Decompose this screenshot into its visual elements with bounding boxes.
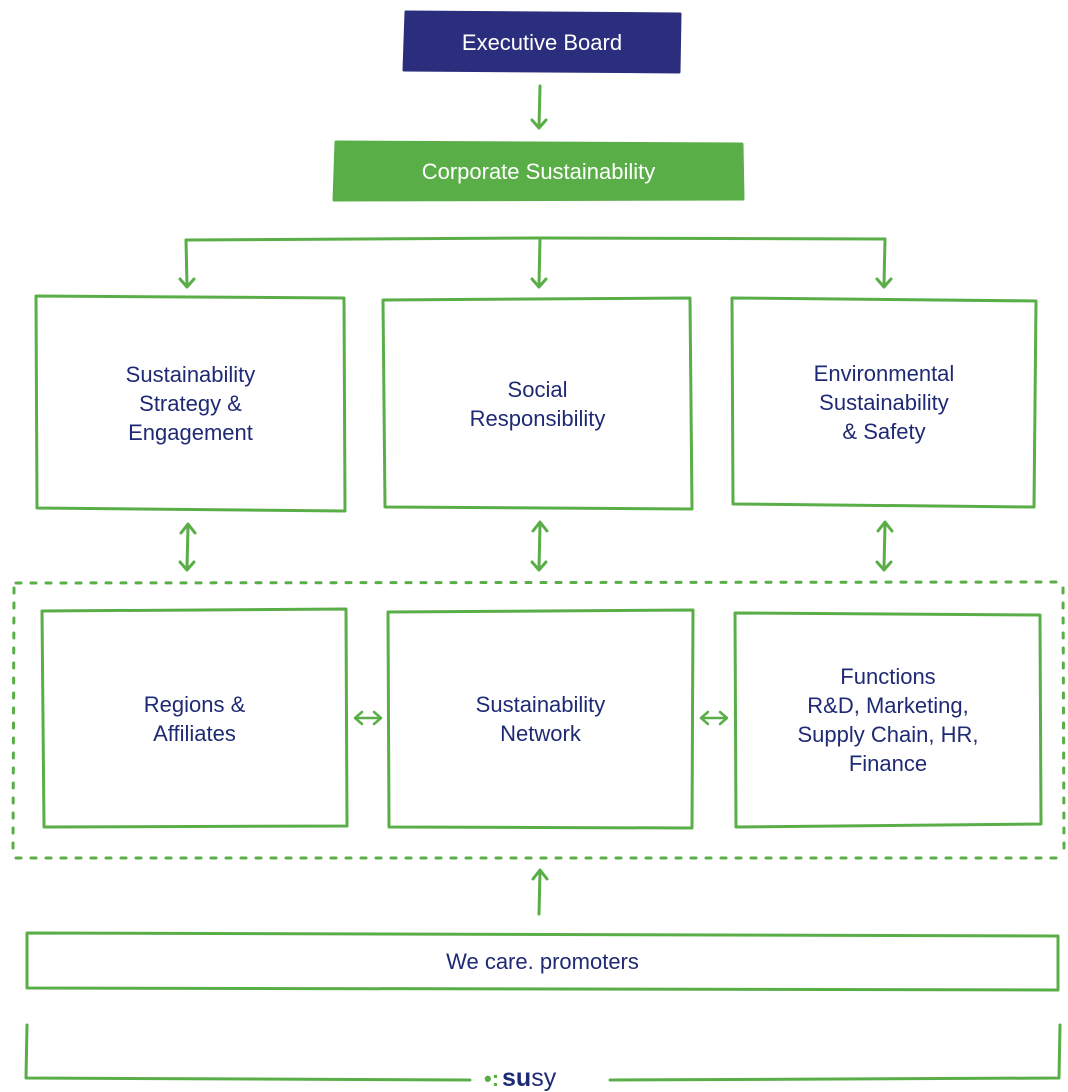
- corporate-sustainability-box: [332, 140, 745, 202]
- branch-connector: [178, 236, 893, 289]
- functions-label: Functions R&D, Marketing, Supply Chain, …: [797, 664, 979, 776]
- promoters-box: [25, 931, 1060, 992]
- executive-board-label: Executive Board: [461, 29, 623, 55]
- social-box: [381, 296, 694, 511]
- network-frame: [11, 580, 1066, 860]
- executive-board-box: [402, 10, 682, 74]
- functions-box: [733, 611, 1043, 829]
- bidirectional-arrows-vertical: [178, 520, 894, 572]
- dots-icon: •:: [484, 1066, 500, 1091]
- social-label: Social Responsibility: [469, 376, 606, 431]
- environment-box: [730, 296, 1038, 509]
- strategy-label: Sustainability Strategy & Engagement: [125, 362, 256, 445]
- sustainability-network-label: Sustainability Network: [475, 691, 606, 746]
- susy-bracket: [24, 1023, 1062, 1082]
- susy-logo: •: su sy: [484, 1064, 557, 1092]
- corporate-sustainability-label: Corporate Sustainability: [421, 158, 656, 184]
- sustainability-network-box: [386, 608, 695, 830]
- regions-box: [40, 607, 349, 829]
- arrow-down-exec: [530, 84, 548, 130]
- bidirectional-arrows-horizontal: [353, 710, 729, 726]
- arrow-up-promoters: [531, 868, 549, 916]
- strategy-box: [34, 294, 347, 513]
- environment-label: Environmental Sustainability & Safety: [813, 361, 955, 444]
- regions-label: Regions & Affiliates: [143, 691, 246, 746]
- promoters-label: We care. promoters: [446, 949, 639, 974]
